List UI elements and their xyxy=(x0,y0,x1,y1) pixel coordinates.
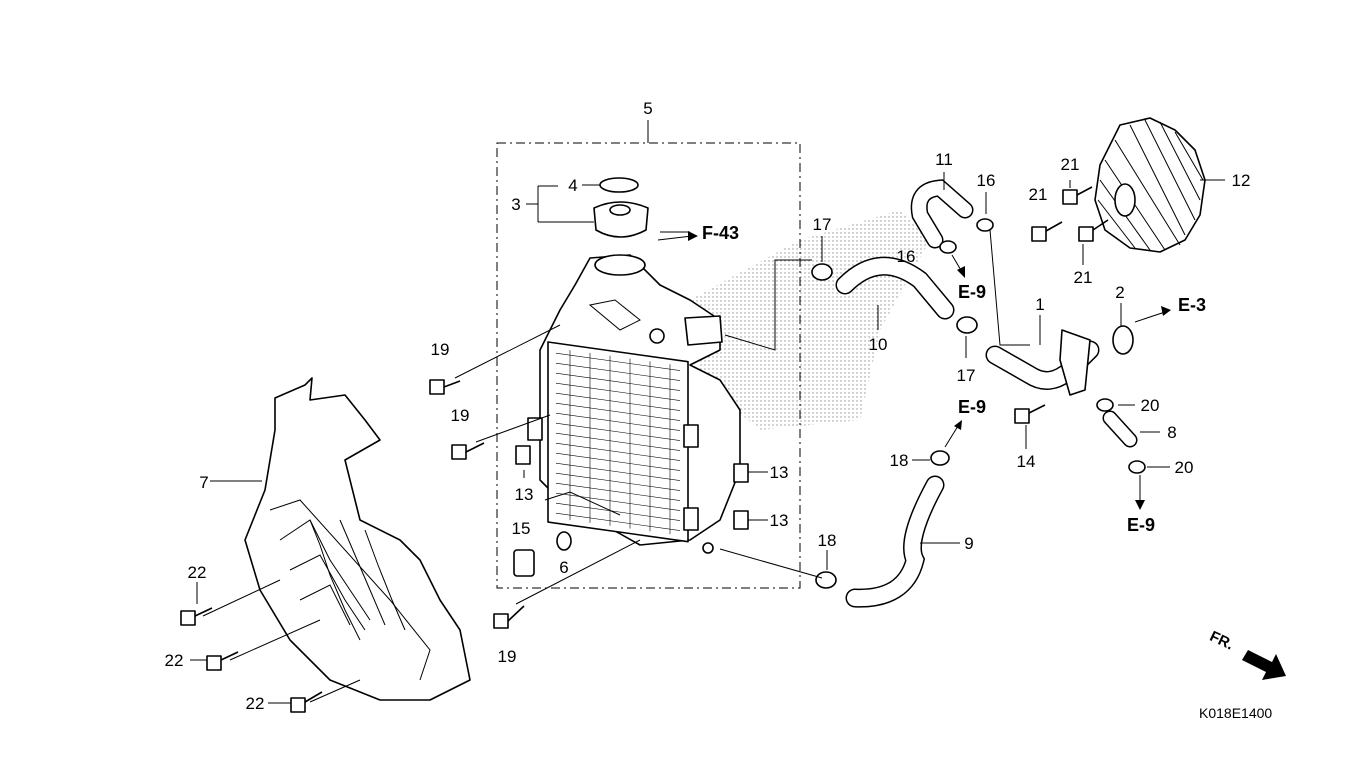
callout-12: 12 xyxy=(1232,171,1251,190)
callout-labels: 5 4 3 19 19 19 13 13 13 15 6 7 22 22 22 … xyxy=(165,99,1251,713)
callout-13-b: 13 xyxy=(770,463,789,482)
callout-3: 3 xyxy=(511,195,520,214)
callout-1: 1 xyxy=(1035,295,1044,314)
water-joint xyxy=(985,329,1100,396)
callout-17-b: 17 xyxy=(957,366,976,385)
front-marker-label: FR. xyxy=(1207,628,1236,654)
callout-21-b: 21 xyxy=(1029,185,1048,204)
callout-7: 7 xyxy=(199,473,208,492)
callout-19-b: 19 xyxy=(451,406,470,425)
callout-17-a: 17 xyxy=(813,215,832,234)
figure-code: K018E1400 xyxy=(1199,705,1272,721)
ref-e9-c: E-9 xyxy=(1127,515,1155,535)
hose-clamps xyxy=(811,218,1146,589)
callout-5: 5 xyxy=(643,99,652,118)
callout-13-c: 13 xyxy=(770,511,789,530)
callout-8: 8 xyxy=(1167,423,1176,442)
callout-21-c: 21 xyxy=(1074,268,1093,287)
callout-4: 4 xyxy=(568,176,577,195)
callout-13-a: 13 xyxy=(515,485,534,504)
drain-bolt xyxy=(513,531,572,577)
hose-9 xyxy=(845,475,945,608)
hose-10 xyxy=(835,256,955,320)
callout-22-c: 22 xyxy=(246,694,265,713)
radiator-cap-seal xyxy=(599,177,639,193)
callout-22-b: 22 xyxy=(165,651,184,670)
o-ring xyxy=(1112,325,1134,355)
callout-19-a: 19 xyxy=(431,340,450,359)
callout-20-b: 20 xyxy=(1175,458,1194,477)
reference-arrows xyxy=(657,231,1171,510)
callout-10: 10 xyxy=(869,335,888,354)
callout-6: 6 xyxy=(559,558,568,577)
callout-16-b: 16 xyxy=(897,247,916,266)
callout-22-a: 22 xyxy=(188,563,207,582)
radiator-shroud xyxy=(244,377,471,701)
hose-8 xyxy=(1102,410,1138,448)
callout-18-a: 18 xyxy=(890,451,909,470)
callout-20-a: 20 xyxy=(1141,396,1160,415)
hose-11 xyxy=(910,179,974,249)
callout-19-c: 19 xyxy=(498,647,517,666)
clip-nuts xyxy=(515,445,749,530)
reference-labels: F-43 E-9 E-9 E-9 E-3 xyxy=(702,223,1206,535)
ref-e9-a: E-9 xyxy=(958,282,986,302)
ref-f43: F-43 xyxy=(702,223,739,243)
callout-16-a: 16 xyxy=(977,171,996,190)
callout-21-a: 21 xyxy=(1061,155,1080,174)
radiator-cap xyxy=(593,201,649,238)
bolts xyxy=(180,186,1109,713)
cooling-fan xyxy=(1094,117,1206,253)
ref-e9-b: E-9 xyxy=(958,397,986,417)
callout-9: 9 xyxy=(964,534,973,553)
front-direction-arrow xyxy=(1242,650,1286,680)
callout-2: 2 xyxy=(1115,283,1124,302)
radiator xyxy=(527,254,741,554)
radiator-assembly-box xyxy=(496,120,801,589)
callout-14: 14 xyxy=(1017,452,1036,471)
ref-e3: E-3 xyxy=(1178,295,1206,315)
callout-11: 11 xyxy=(935,150,953,169)
callout-15: 15 xyxy=(512,519,531,538)
callout-18-b: 18 xyxy=(818,531,837,550)
leader-lines xyxy=(190,172,1225,704)
